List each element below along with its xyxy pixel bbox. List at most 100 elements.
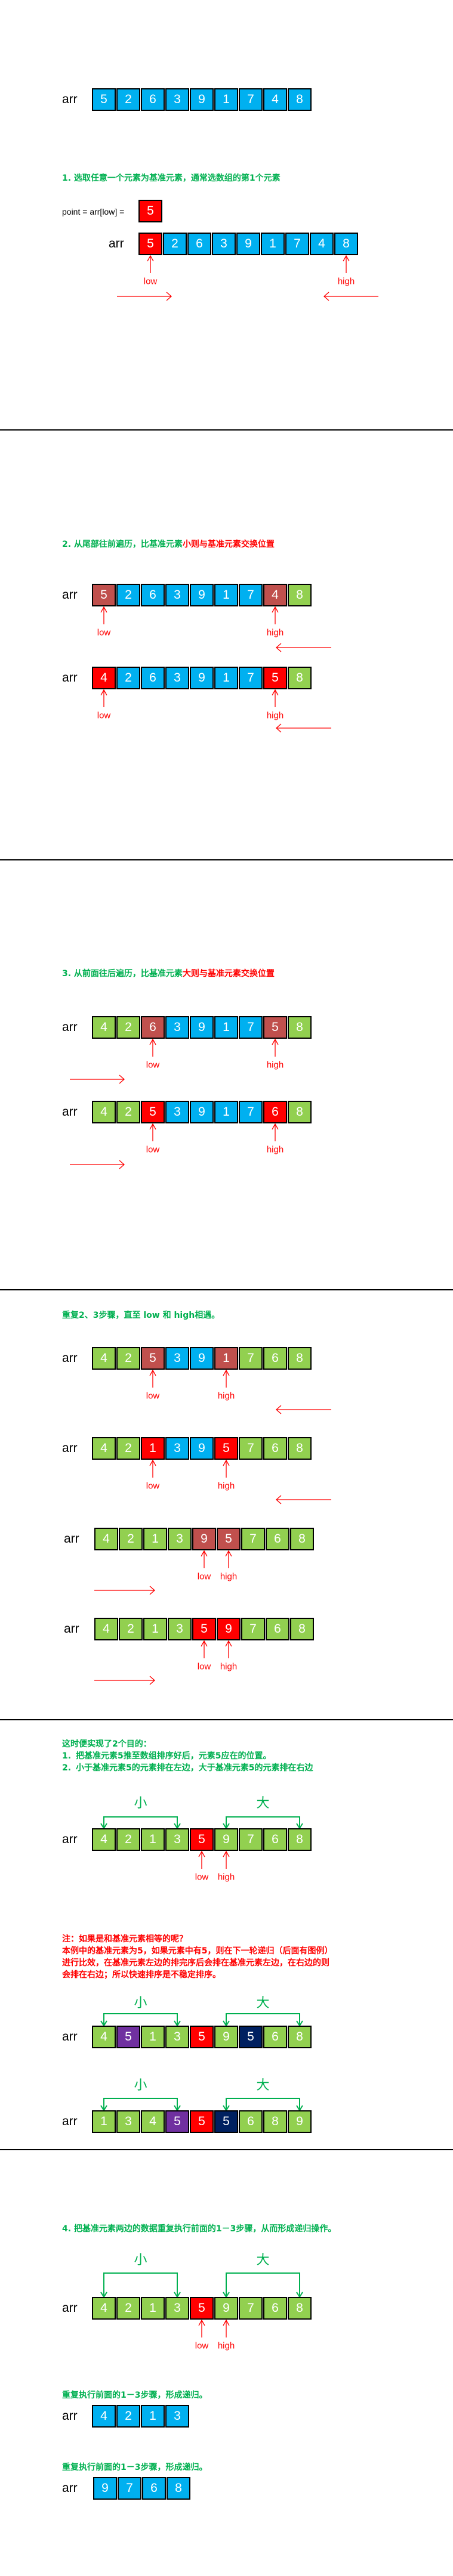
array-cell: 1: [141, 1828, 165, 1851]
pointer-arrow: [149, 1038, 156, 1057]
high-pointer-arrow-icon: [225, 1640, 232, 1658]
pointer-arrow: [147, 255, 154, 273]
low-pointer-arrow-icon: [149, 1123, 156, 1141]
title-segment: 小则与基准元素交换位置: [182, 540, 275, 549]
arr-label: arr: [62, 1351, 78, 1365]
array-cell: 1: [214, 1016, 238, 1039]
array-cell: 2: [116, 584, 140, 606]
array-cell: 9: [214, 1828, 238, 1851]
array-cell: 9: [214, 2026, 238, 2048]
low-pointer-label: low: [97, 627, 111, 638]
high-pointer-arrow-icon: [223, 2319, 230, 2337]
array-cell: 3: [165, 1101, 189, 1123]
bracket-line: [223, 2098, 303, 2111]
bracket-line: [100, 2098, 181, 2111]
list-text: 把基准元素5推至数组排序好后，元素5应在的位置。: [76, 1751, 272, 1761]
array-cell: 5: [190, 2297, 214, 2320]
pointer-arrow: [272, 1038, 279, 1057]
array-cell: 5: [214, 2110, 238, 2133]
arr-label: arr: [62, 2030, 78, 2044]
title-text: 4. 把基准元素两边的数据重复执行前面的1－3步骤，从而形成递归操作。: [62, 2224, 337, 2234]
low-pointer-arrow-icon: [100, 689, 107, 707]
list-number: 1.: [62, 1751, 72, 1761]
pointer-arrow: [223, 1369, 230, 1388]
low-pointer-arrow-icon: [198, 2319, 205, 2337]
array-cell: 6: [142, 2477, 166, 2500]
bracket-line: [223, 2013, 303, 2027]
array-cell: 6: [141, 667, 165, 689]
bracket-line: [223, 2272, 303, 2298]
step-title: 4. 把基准元素两边的数据重复执行前面的1－3步骤，从而形成递归操作。: [62, 2223, 337, 2235]
scan-arrow: [70, 1160, 125, 1169]
array-cell: 9: [217, 1618, 241, 1640]
large-partition-bracket-icon: [223, 2272, 303, 2298]
array-cell: 5: [192, 1618, 216, 1640]
array-cell: 8: [290, 1528, 314, 1550]
high-pointer-label: high: [266, 627, 284, 638]
array-cell: 9: [190, 1101, 214, 1123]
array-cell: 8: [288, 2026, 312, 2048]
small-partition-bracket-icon: [100, 2272, 181, 2298]
result-list-item: 2.小于基准元素5的元素排在左边，大于基准元素5的元素排在右边: [62, 1762, 337, 1774]
low-pointer-label: low: [197, 1571, 211, 1582]
result-intro: 这时便实现了2个目的：: [62, 1739, 152, 1749]
array-cell: 1: [141, 1437, 165, 1460]
high-pointer-label: high: [217, 1872, 235, 1883]
point-label: point = arr[low] =: [62, 207, 125, 216]
array-cell: 7: [285, 233, 309, 255]
array-cell: 2: [119, 1618, 143, 1640]
scan-arrow: [94, 1676, 155, 1685]
small-partition-bracket-icon: [100, 2098, 181, 2111]
array-cell: 6: [263, 1828, 287, 1851]
array-cell: 4: [263, 584, 287, 606]
pointer-arrow: [272, 606, 279, 624]
step-title: 2. 从尾部往前遍历，比基准元素小则与基准元素交换位置: [62, 538, 275, 550]
high-pointer-label: high: [266, 1060, 284, 1070]
arr-label: arr: [64, 1532, 79, 1546]
array-cell: 7: [239, 88, 263, 111]
small-partition-label: 小: [134, 1796, 147, 1811]
array-cell: 5: [165, 2110, 189, 2133]
array-cell: 5: [138, 233, 162, 255]
high-pointer-label: high: [220, 1571, 238, 1582]
title-segment: 3. 从前面往后遍历，比基准元素: [62, 969, 183, 979]
bracket-line: [100, 2013, 181, 2027]
array-cell: 5: [263, 667, 287, 689]
low-pointer-arrow-icon: [198, 1850, 205, 1869]
array-cell: 4: [92, 2297, 116, 2320]
section-divider: [0, 1719, 453, 1720]
large-partition-label: 大: [256, 2253, 270, 2268]
array-cell: 6: [263, 2297, 287, 2320]
scan-direction-right-arrow-icon: [117, 292, 172, 301]
low-pointer-label: low: [195, 1872, 209, 1883]
low-pointer-arrow-icon: [149, 1459, 156, 1478]
array-cell: 7: [239, 1016, 263, 1039]
array-cell: 9: [190, 667, 214, 689]
point-value-cell: 5: [138, 200, 162, 222]
array-cell: 1: [92, 2110, 116, 2133]
array-cell: 7: [239, 1437, 263, 1460]
pointer-arrow: [272, 1123, 279, 1141]
array-cell: 4: [263, 88, 287, 111]
array-cell: 4: [92, 1828, 116, 1851]
array-cell: 2: [116, 1016, 140, 1039]
array-cell: 8: [290, 1618, 314, 1640]
array-cell: 9: [192, 1528, 216, 1550]
high-pointer-label: high: [337, 276, 355, 287]
array-cell: 5: [214, 1437, 238, 1460]
arr-label: arr: [62, 1020, 78, 1034]
array-cell: 3: [165, 1016, 189, 1039]
array-cell: 6: [141, 1016, 165, 1039]
array-cell: 3: [168, 1618, 192, 1640]
array-cell: 8: [288, 667, 312, 689]
scan-direction-right-arrow-icon: [70, 1160, 125, 1169]
high-pointer-label: high: [266, 1144, 284, 1155]
array-cell: 6: [263, 1347, 287, 1370]
array-cell: 9: [214, 2297, 238, 2320]
array-cell: 3: [165, 1437, 189, 1460]
section-divider: [0, 859, 453, 860]
